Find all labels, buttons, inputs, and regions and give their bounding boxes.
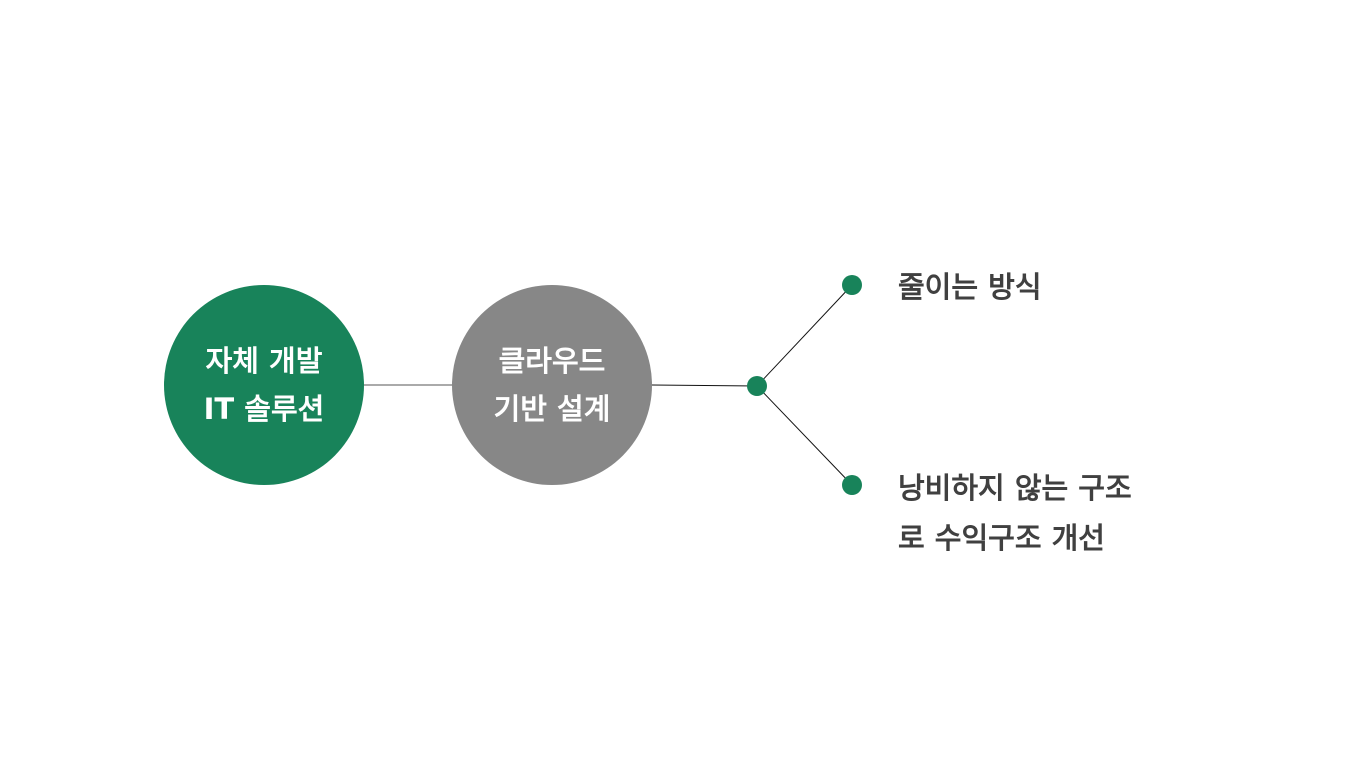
connector-line	[651, 384, 758, 387]
branch-label-line: 줄이는 방식	[898, 270, 1042, 304]
node-label-line2: 기반 설계	[493, 392, 611, 426]
node-label-line2: IT 솔루션	[203, 392, 325, 426]
connector-line	[756, 284, 853, 387]
branch-dot-1	[842, 275, 862, 295]
branch-label-line: 낭비하지 않는 구조	[898, 471, 1132, 505]
connector-line	[756, 385, 853, 486]
cloud-design-node: 클라우드 기반 설계	[452, 285, 652, 485]
branch-dot-2	[842, 475, 862, 495]
node-label-line1: 클라우드	[498, 344, 606, 378]
in-house-it-node: 자체 개발 IT 솔루션	[164, 285, 364, 485]
branch-label-1: 줄이는 방식	[898, 262, 1042, 312]
junction-dot	[747, 376, 767, 396]
branch-label-line: 로 수익구조 개선	[898, 521, 1105, 555]
branch-label-2: 낭비하지 않는 구조 로 수익구조 개선	[898, 463, 1132, 563]
node-label-line1: 자체 개발	[205, 344, 323, 378]
